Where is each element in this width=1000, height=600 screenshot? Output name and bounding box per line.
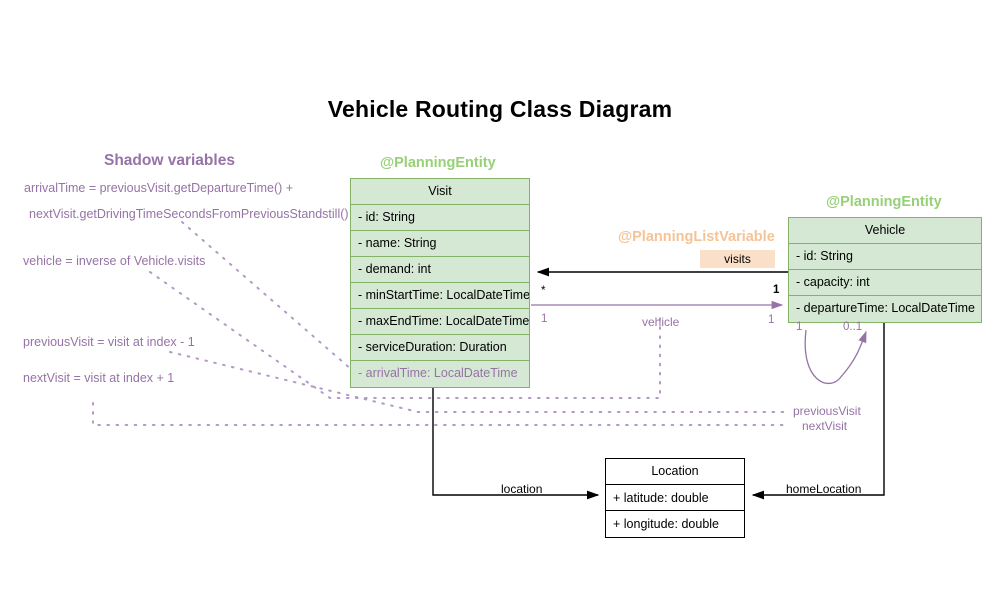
stereotype-planning-entity-vehicle: @PlanningEntity	[826, 194, 942, 210]
shadow-variable-line: arrivalTime = previousVisit.getDeparture…	[24, 181, 294, 195]
edge-vehicle-self-loop	[804, 329, 867, 384]
multiplicity-vehicle-source: 1	[541, 313, 548, 325]
multiplicity-visits-source: 1	[773, 284, 780, 296]
class-attribute: - demand: int	[351, 257, 529, 283]
shadow-variable-line: nextVisit = visit at index + 1	[23, 371, 175, 385]
class-attribute: - departureTime: LocalDateTime	[796, 301, 976, 315]
class-box-vehicle[interactable]: Vehicle - id: String - capacity: int - d…	[788, 217, 982, 323]
class-attribute: - id: String	[789, 244, 981, 270]
edge-label-location: location	[501, 482, 543, 496]
class-attribute: - serviceDuration: Duration	[351, 335, 529, 361]
shadow-variable-line: previousVisit = visit at index - 1	[23, 335, 195, 349]
page-title: Vehicle Routing Class Diagram	[327, 96, 673, 122]
class-attribute: - capacity: int	[789, 270, 981, 296]
class-attribute: + latitude: double	[606, 485, 744, 511]
class-attribute: - minStartTime: LocalDateTime	[351, 283, 529, 309]
class-box-visit[interactable]: Visit - id: String - name: String - dema…	[350, 178, 530, 388]
shadow-variables-heading: Shadow variables	[104, 152, 235, 169]
class-attribute: - name: String	[351, 231, 529, 257]
edge-label-visits: visits	[700, 250, 775, 268]
shadow-connectors	[92, 221, 788, 426]
class-name-location: Location	[606, 459, 744, 485]
edge-label-next-visit: nextVisit	[802, 419, 848, 433]
edge-label-previous-visit: previousVisit	[793, 404, 861, 418]
class-attribute: - id: String	[351, 205, 529, 231]
class-attribute: - maxEndTime: LocalDateTime	[351, 309, 529, 335]
class-name-visit: Visit	[351, 179, 529, 205]
multiplicity-loop-target: 0..1	[843, 321, 863, 333]
multiplicity-vehicle-target: 1	[768, 314, 775, 326]
edge-location	[432, 382, 600, 500]
class-box-location[interactable]: Location + latitude: double + longitude:…	[605, 458, 745, 538]
edge-visits	[536, 267, 791, 290]
edge-label-home-location: homeLocation	[786, 482, 862, 496]
class-shadow-attribute: - arrivalTime: LocalDateTime	[358, 366, 518, 380]
stereotype-planning-entity-visit: @PlanningEntity	[380, 155, 496, 171]
edge-home-location	[751, 322, 885, 500]
shadow-variable-line: vehicle = inverse of Vehicle.visits	[23, 254, 206, 268]
multiplicity-loop-source: 1	[796, 321, 803, 333]
edge-label-vehicle: vehicle	[642, 315, 680, 329]
class-attribute: + longitude: double	[613, 517, 719, 531]
class-name-vehicle: Vehicle	[789, 218, 981, 244]
stereotype-planning-list-variable: @PlanningListVariable	[618, 229, 775, 245]
shadow-variable-line: nextVisit.getDrivingTimeSecondsFromPrevi…	[29, 207, 349, 221]
multiplicity-visits-target: *	[541, 285, 546, 297]
